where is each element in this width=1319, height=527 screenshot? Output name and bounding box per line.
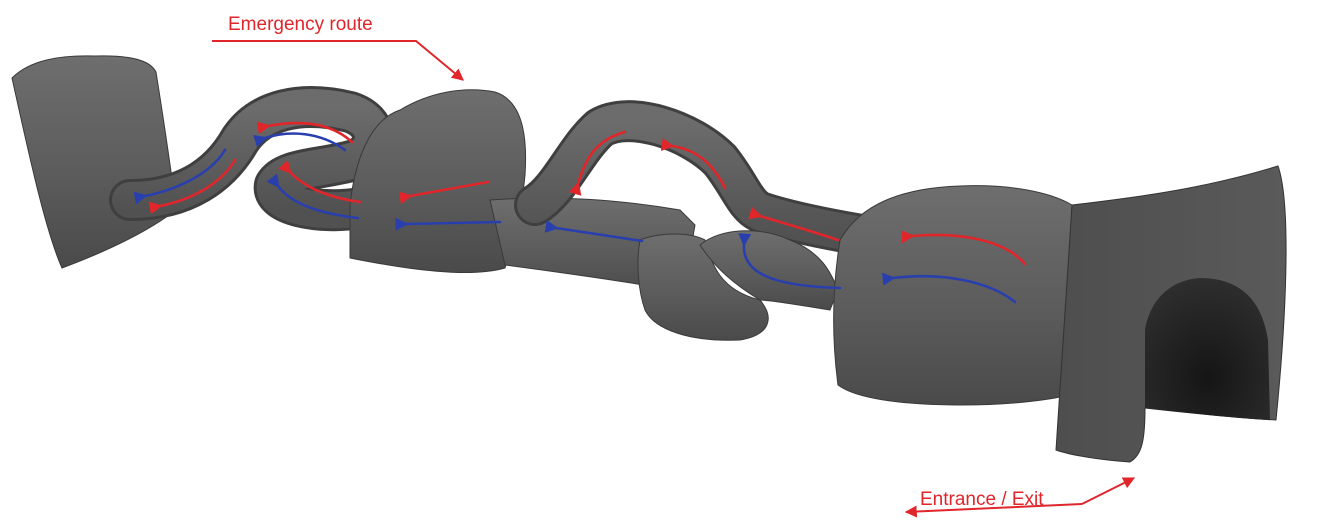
entrance-exit-leader: [904, 503, 1083, 518]
route-arrow-blue: [266, 173, 360, 220]
upper-left-tube-inner: [112, 89, 392, 229]
route-arrow-red: [568, 130, 627, 196]
entrance-exit-label: Entrance / Exit: [920, 489, 1044, 510]
route-arrow-red: [660, 138, 727, 190]
route-arrow-red: [148, 158, 237, 215]
mid-left-block: [349, 89, 527, 274]
route-arrow-red: [748, 206, 840, 242]
normal-route-arrows: [133, 132, 1017, 304]
route-arrow-red: [256, 121, 354, 144]
emergency-route-leader: [212, 40, 464, 81]
main-chamber: [833, 185, 1086, 406]
emergency-route-label: Emergency route: [228, 14, 373, 35]
route-arrow-red: [278, 159, 362, 204]
route-arrow-blue: [738, 233, 842, 290]
route-arrow-blue: [881, 272, 1017, 304]
entrance-exit-pointer: [1081, 477, 1136, 505]
arch-loop-inner: [517, 103, 898, 256]
entrance-exit-callout: Entrance / Exit: [904, 477, 1136, 518]
left-chamber: [11, 55, 177, 269]
lower-connector: [637, 233, 769, 341]
route-arrow-red: [901, 230, 1027, 266]
route-arrow-blue: [544, 220, 644, 243]
route-arrow-blue: [395, 217, 502, 231]
route-arrow-red: [398, 180, 490, 205]
emergency-route-arrows: [148, 121, 1027, 266]
entrance-opening: [1145, 278, 1270, 420]
route-arrow-blue: [133, 148, 227, 205]
emergency-route-callout: Emergency route: [212, 14, 464, 81]
route-arrow-blue: [253, 132, 347, 152]
